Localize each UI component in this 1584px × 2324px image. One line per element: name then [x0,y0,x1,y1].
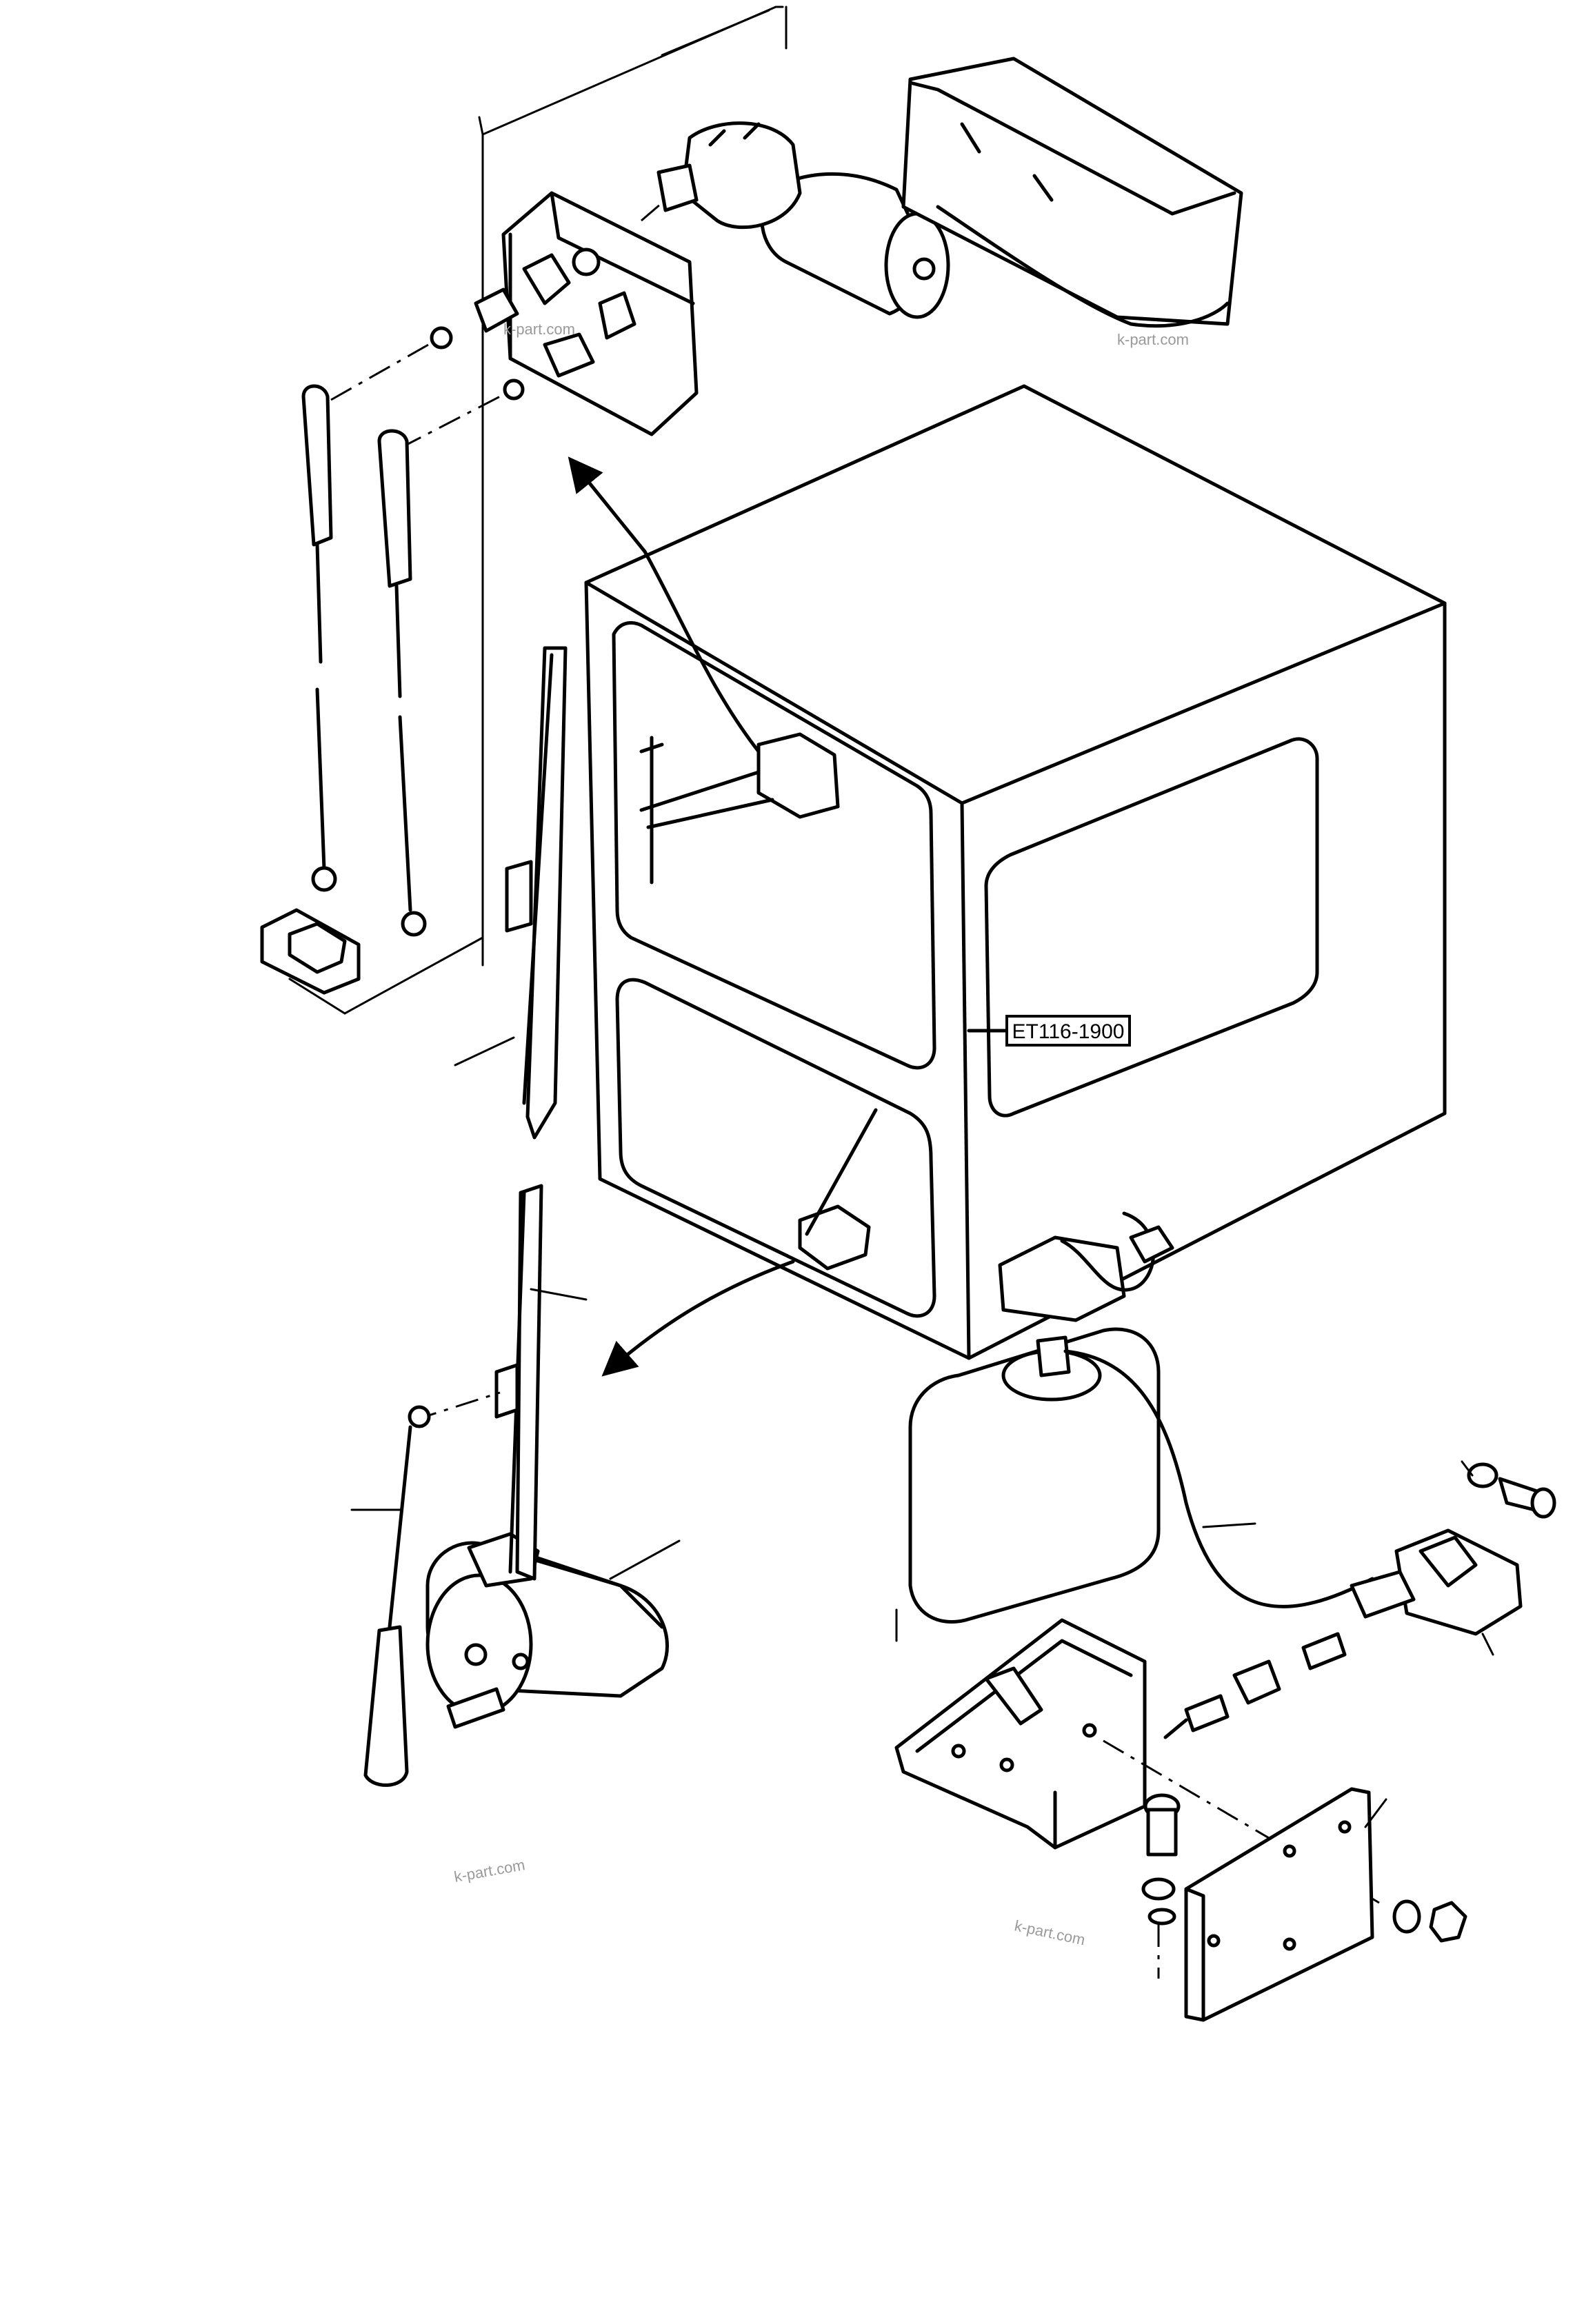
watermark-1: k-part.com [503,321,575,338]
wiper-arms-upper [301,384,427,937]
watermark-2: k-part.com [1117,331,1189,348]
wiper-linkage-plate [330,191,699,449]
plate-nuts [1392,1899,1467,1943]
top-group-bracket [288,6,788,1015]
gasket [260,908,361,995]
wiper-blade-lower [413,1184,588,1581]
mounting-plate [1184,1787,1387,2022]
pump-mount-bolt [1461,1460,1556,1519]
watermark-3: k-part.com [453,1856,527,1886]
front-wiper-motor [641,121,950,319]
part-ref-callout: ET116-1900 [967,1015,1131,1047]
wiper-blade-upper [454,646,568,1140]
plate-bolt [1141,1793,1181,1979]
motor-cover [901,57,1243,328]
watermark-4: k-part.com [1013,1917,1087,1948]
callout-text: ET116-1900 [1012,1020,1125,1043]
cab-body [584,384,1447,1360]
wiper-arm-lower [350,1405,431,1787]
rear-wiper-motor [425,1532,681,1729]
washer-pump [1163,1528,1523,1739]
washer-tank [908,1327,1374,1624]
